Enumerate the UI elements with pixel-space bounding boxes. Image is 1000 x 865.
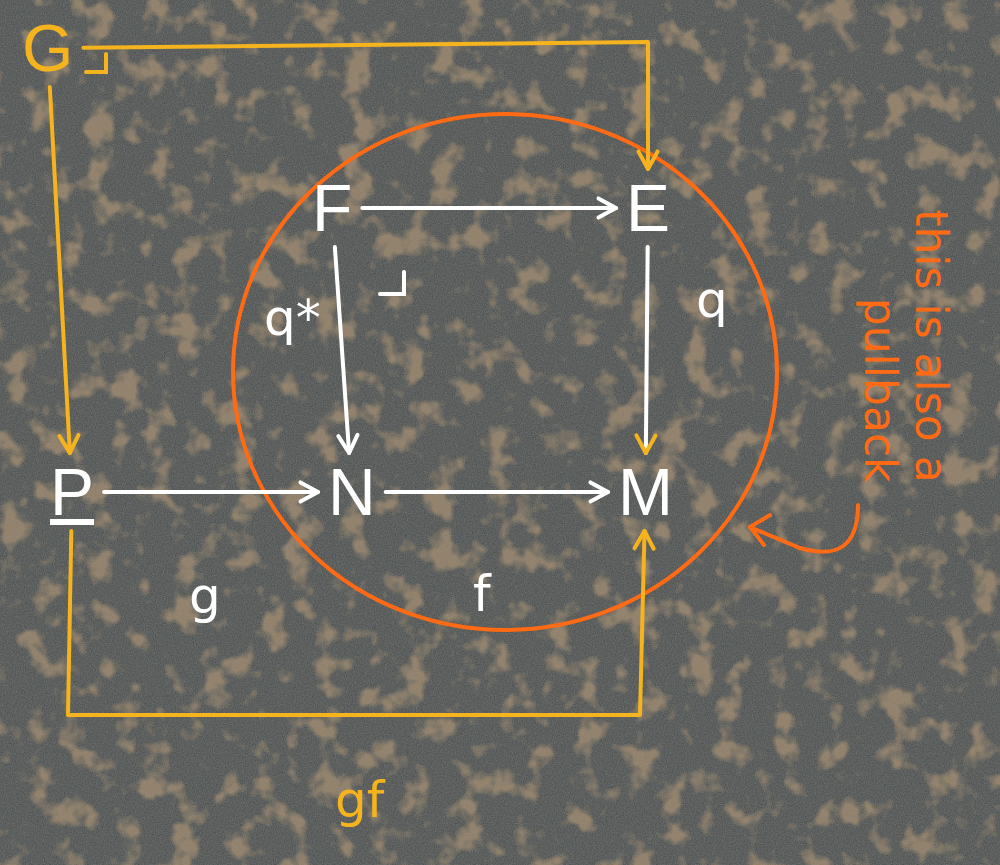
morphism-arrow bbox=[68, 531, 645, 715]
object-node: F bbox=[308, 173, 356, 243]
arrowhead bbox=[300, 482, 318, 501]
pullback-corner bbox=[380, 272, 404, 294]
morphism-label: g bbox=[189, 571, 221, 621]
object-letter: P bbox=[46, 457, 98, 527]
object-letter: F bbox=[308, 173, 356, 243]
arrowhead bbox=[636, 435, 655, 453]
object-node: E bbox=[622, 173, 674, 243]
pullback-circle bbox=[233, 114, 777, 630]
pullback-corner bbox=[86, 54, 106, 72]
morphism-arrow bbox=[335, 247, 349, 453]
morphism-arrow bbox=[50, 87, 70, 453]
arrowhead bbox=[598, 198, 616, 217]
object-node: N bbox=[324, 457, 380, 527]
object-node: M bbox=[614, 457, 677, 527]
object-node: P bbox=[46, 457, 98, 527]
annotation-note: this is also a pullback bbox=[854, 43, 955, 483]
morphism-arrow bbox=[83, 42, 648, 169]
object-letter: N bbox=[324, 457, 380, 527]
morphism-arrow bbox=[104, 490, 318, 494]
morphism-arrow bbox=[362, 206, 616, 210]
morphism-label: f bbox=[473, 569, 491, 619]
arrowhead bbox=[638, 151, 657, 169]
arrowhead bbox=[590, 482, 608, 501]
arrowhead bbox=[59, 435, 78, 453]
arrowhead bbox=[338, 435, 357, 453]
morphism-arrow bbox=[386, 490, 608, 494]
object-letter: M bbox=[614, 457, 677, 527]
callout-arrowhead bbox=[750, 515, 770, 545]
object-letter: G bbox=[18, 13, 77, 83]
morphism-arrow bbox=[646, 247, 648, 453]
object-letter: E bbox=[622, 173, 674, 243]
arrowhead bbox=[635, 531, 654, 549]
callout-arrow bbox=[752, 505, 858, 552]
object-node: G bbox=[18, 13, 77, 83]
morphism-label: q bbox=[696, 275, 728, 325]
morphism-label: gf bbox=[335, 775, 384, 825]
morphism-label: q* bbox=[264, 293, 321, 343]
